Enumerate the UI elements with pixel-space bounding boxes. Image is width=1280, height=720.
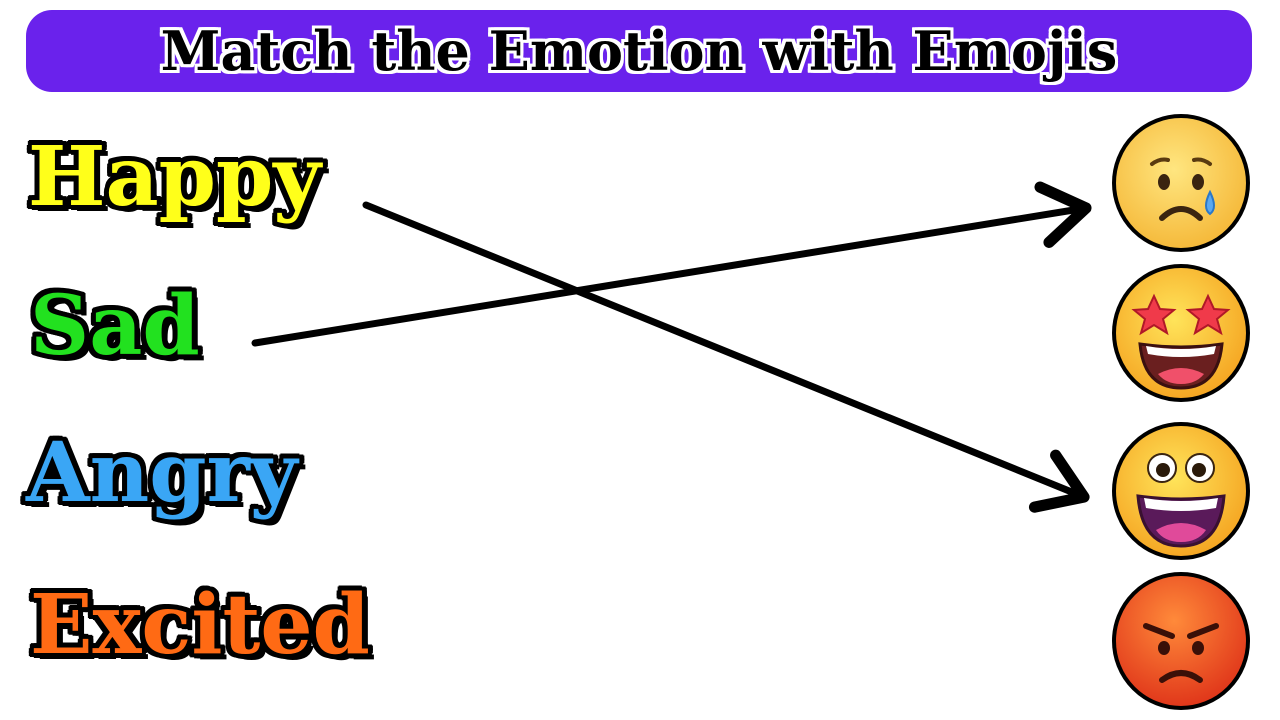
title-banner: Match the Emotion with Emojis [26,10,1252,92]
arrow-happy-to-grin [362,201,1090,513]
word-excited: Excited [30,577,370,673]
word-happy: Happy [28,129,321,225]
star-eyes-face-icon [1112,264,1250,402]
word-angry: Angry [26,425,298,521]
arrow-sad-to-sad-emoji [251,181,1092,347]
word-sad: Sad [30,278,200,374]
page-title: Match the Emotion with Emojis [160,19,1118,83]
angry-face-icon [1112,572,1250,710]
grinning-face-icon [1112,422,1250,560]
sad-tear-face-icon [1112,114,1250,252]
